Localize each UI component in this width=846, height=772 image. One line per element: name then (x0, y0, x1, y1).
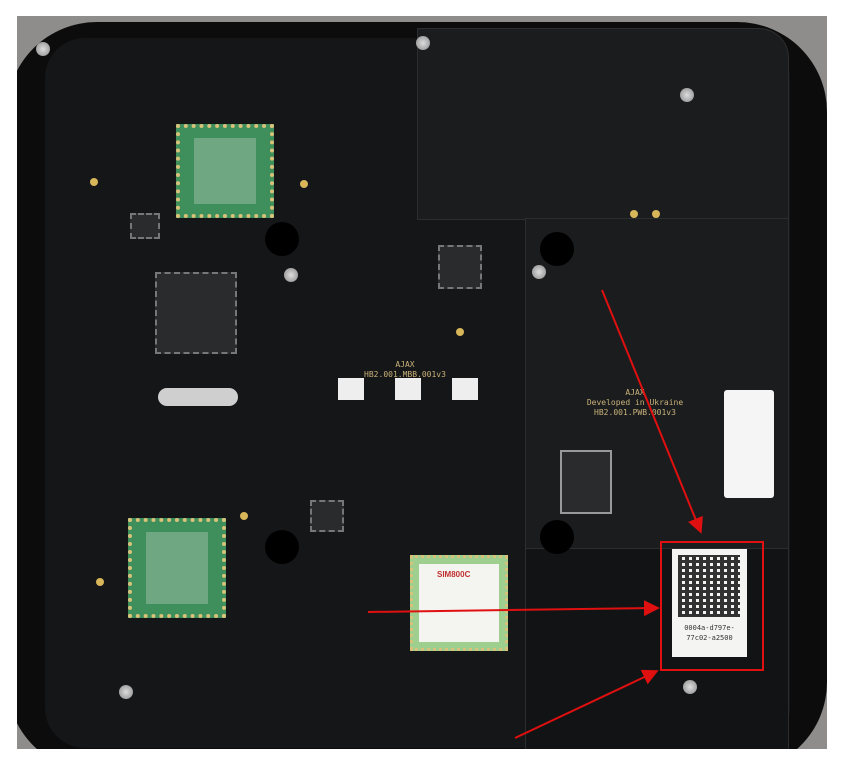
device-id-line1: 0004a-d797e- (684, 624, 735, 632)
gsm-module-label: SIM800C (437, 570, 471, 579)
qr-code (678, 555, 740, 617)
small-chip (130, 213, 160, 239)
mount-hole (540, 520, 574, 554)
microcontroller-chip (155, 272, 237, 354)
gsm-module: SIM800C (410, 555, 508, 651)
pad (630, 210, 638, 218)
screw (416, 36, 430, 50)
screw (36, 42, 50, 56)
qr-label: 0004a-d797e- 77c02-a2500 (672, 549, 747, 657)
regulator-chip (310, 500, 344, 532)
device-id-line2: 77c02-a2500 (686, 634, 733, 642)
power-board-section (417, 28, 789, 220)
pad (456, 328, 464, 336)
relay-chip (560, 450, 612, 514)
screw (680, 88, 694, 102)
mount-hole (265, 530, 299, 564)
arrow (367, 600, 660, 617)
highlight-box (660, 541, 764, 671)
pad (240, 512, 248, 520)
rf-module-top (176, 124, 274, 218)
arrow (514, 669, 659, 739)
pad (652, 210, 660, 218)
pad (300, 180, 308, 188)
silkscreen-main-board: AJAX HB2.001.MBB.001v3 (325, 360, 485, 380)
screw (119, 685, 133, 699)
screw (683, 680, 697, 694)
crystal-oscillator (158, 388, 238, 406)
screw (284, 268, 298, 282)
mount-hole (540, 232, 574, 266)
led-2 (395, 378, 421, 400)
silk-code: HB2.001.MBB.001v3 (364, 370, 446, 379)
photo-background (17, 16, 827, 749)
pad (90, 178, 98, 186)
silk-line: Developed in Ukraine (586, 398, 684, 407)
led-1 (338, 378, 364, 400)
silk-code: HB2.001.PWB.001v3 (594, 408, 676, 417)
pad (96, 578, 104, 586)
silkscreen-power-board: AJAX Developed in Ukraine HB2.001.PWB.00… (575, 388, 695, 418)
rf-module-bottom (128, 518, 226, 618)
screw (532, 265, 546, 279)
silk-brand: AJAX (395, 360, 415, 369)
mount-hole (265, 222, 299, 256)
arrow (601, 289, 703, 534)
qfn-chip (438, 245, 482, 289)
led-3 (452, 378, 478, 400)
white-sticker (724, 390, 774, 498)
silk-brand: AJAX (625, 388, 645, 397)
